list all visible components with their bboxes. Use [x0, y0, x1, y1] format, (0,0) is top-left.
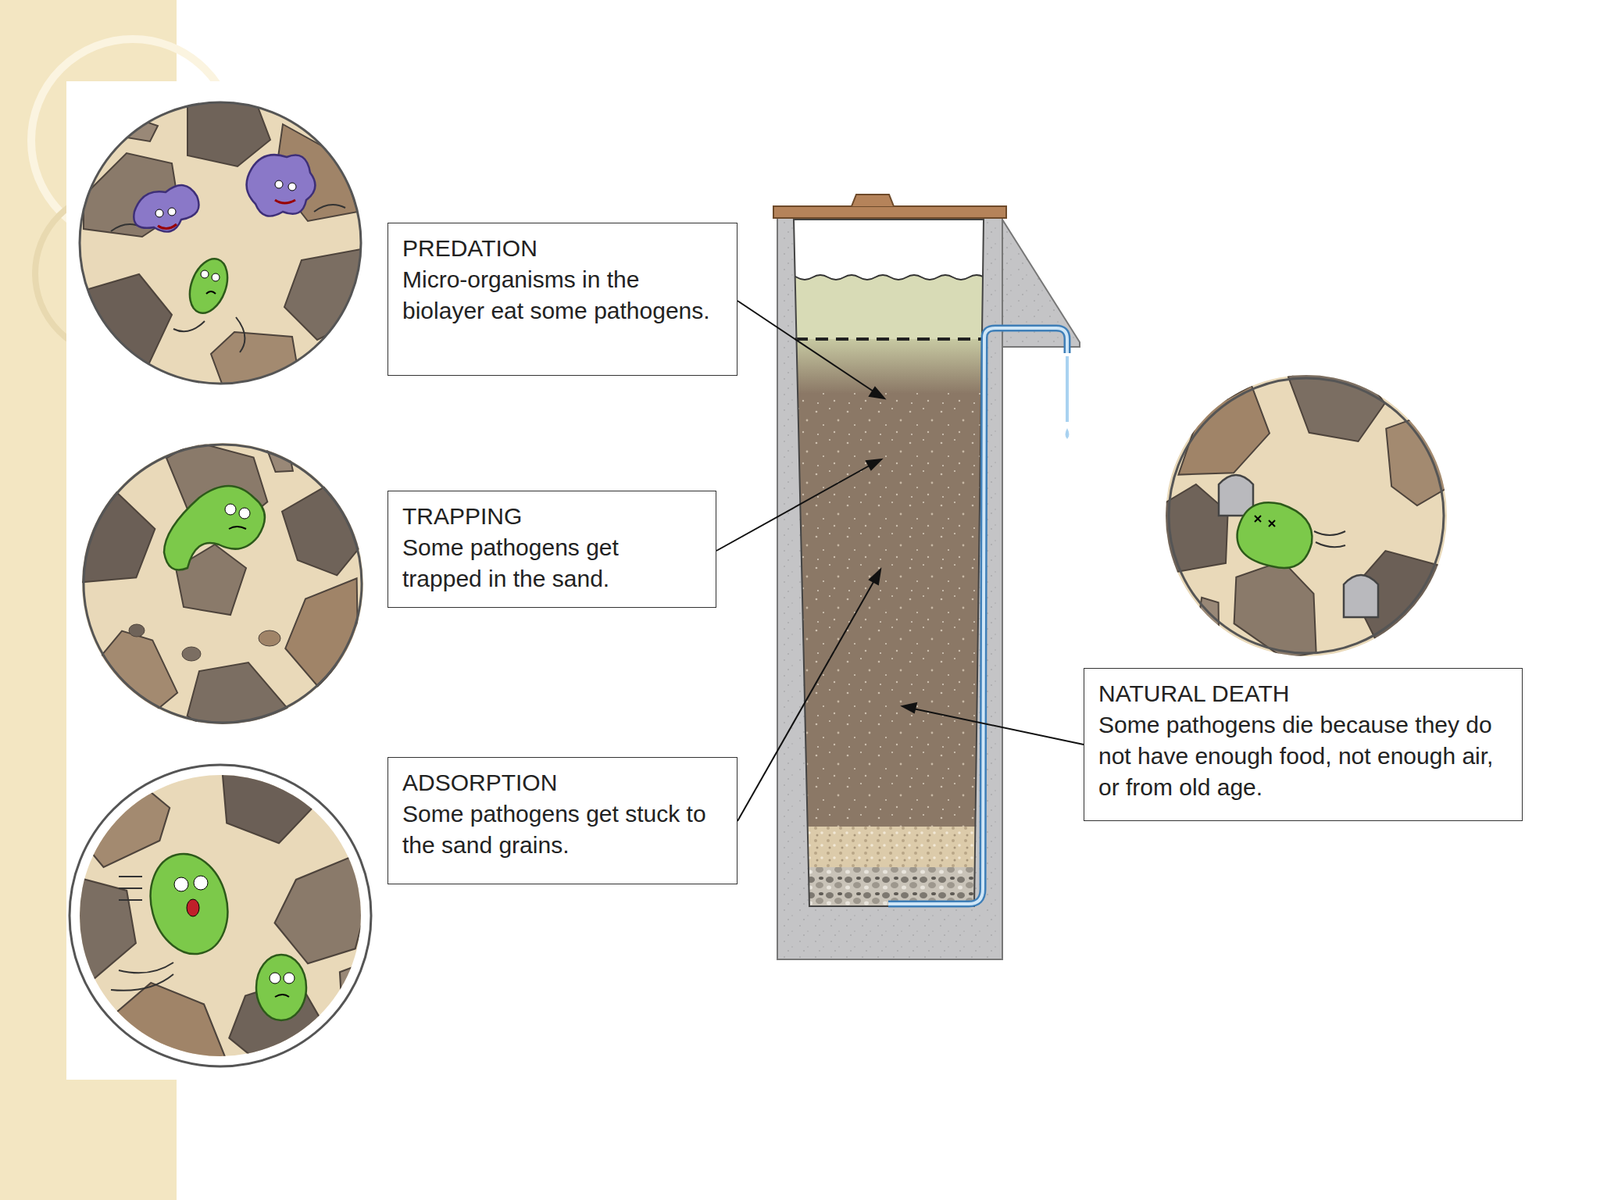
- callout-heading: PREDATION: [402, 232, 723, 265]
- callout-text: Micro-organisms in the biolayer eat some…: [402, 264, 723, 327]
- water-drop: [1065, 428, 1070, 440]
- inner-wall: [793, 219, 984, 907]
- adsorption-closeup: [0, 700, 427, 1133]
- biolayer: [781, 339, 1000, 394]
- callout-box: ADSORPTIONSome pathogens get stuck to th…: [387, 757, 738, 885]
- callout-text: Some pathogens die because they do not h…: [1098, 709, 1508, 804]
- natural-death-closeup: [1134, 342, 1482, 676]
- filter-lid: [773, 206, 1007, 218]
- callout-box: NATURAL DEATHSome pathogens die because …: [1083, 667, 1523, 822]
- lid-handle: [851, 194, 894, 207]
- callout-heading: TRAPPING: [402, 500, 702, 533]
- arrow-head: [902, 703, 917, 713]
- callout-text: Some pathogens get stuck to the sand gra…: [402, 798, 723, 861]
- arrow-head: [869, 387, 885, 399]
- outlet-pipe-inner: [888, 328, 1068, 904]
- standing-water: [781, 275, 985, 340]
- callout-box: TRAPPINGSome pathogens get trapped in th…: [387, 490, 717, 608]
- sand-layer: [781, 392, 1000, 828]
- predation-closeup: [71, 94, 369, 397]
- callout-box: PREDATIONMicro-organisms in the biolayer…: [387, 222, 738, 376]
- arrow-head: [869, 569, 881, 585]
- outlet-pipe: [888, 328, 1068, 904]
- callout-heading: NATURAL DEATH: [1098, 678, 1508, 710]
- leader-line: [909, 707, 1084, 745]
- fine-gravel: [781, 826, 1000, 868]
- filter-layers: [781, 219, 1000, 908]
- diffuser-line: [795, 337, 983, 341]
- water-surface: [781, 275, 985, 280]
- biosand-filter: [773, 194, 1080, 960]
- leader-line: [737, 576, 877, 822]
- concrete-body: [777, 209, 1003, 960]
- callout-heading: ADSORPTION: [402, 767, 723, 799]
- callout-text: Some pathogens get trapped in the sand.: [402, 532, 702, 595]
- leader-lines: [716, 300, 1084, 822]
- water-stream: [1065, 356, 1069, 422]
- trapping-closeup: [21, 390, 426, 789]
- leader-line: [716, 462, 875, 551]
- leader-line: [737, 300, 879, 395]
- arrow-head: [866, 459, 882, 470]
